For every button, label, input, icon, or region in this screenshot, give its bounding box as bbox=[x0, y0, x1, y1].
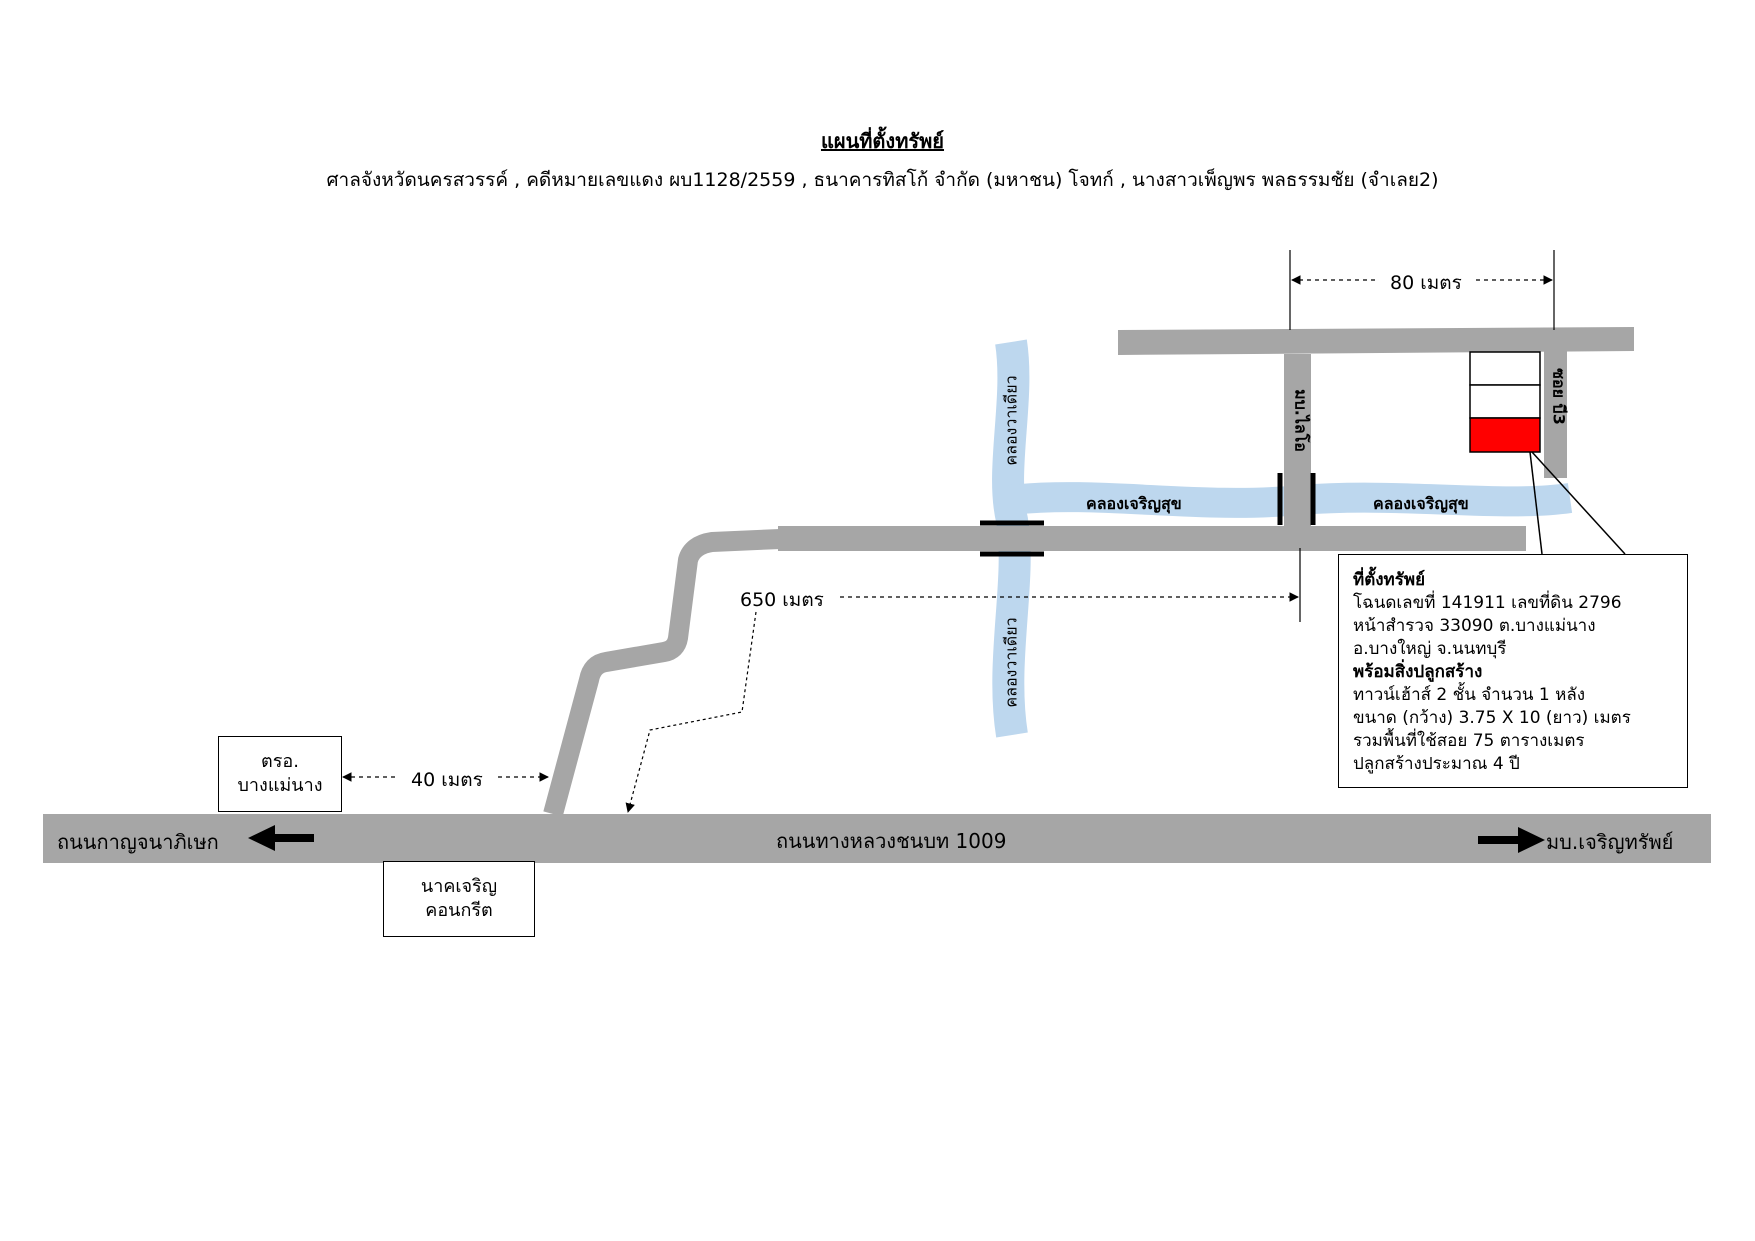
right-direction-label: มบ.เจริญทรัพย์ bbox=[1546, 830, 1674, 854]
info-survey: หน้าสำรวจ 33090 ต.บางแม่นาง bbox=[1353, 616, 1596, 636]
top-road bbox=[1118, 327, 1634, 355]
right-arrow bbox=[1478, 827, 1545, 853]
bridge-left bbox=[980, 520, 1044, 557]
left-direction-label: ถนนกาญจนาภิเษก bbox=[57, 830, 219, 854]
property-info-box: ที่ตั้งทรัพย์ โฉนดเลขที่ 141911 เลขที่ดิ… bbox=[1338, 554, 1688, 788]
callout-leader bbox=[1529, 451, 1543, 555]
concrete-line1: นาคเจริญ bbox=[420, 876, 498, 897]
police-landmark: ตรอ. บางแม่นาง bbox=[218, 736, 342, 812]
main-road bbox=[43, 814, 1711, 863]
soi-road bbox=[1544, 350, 1567, 478]
left-arrow bbox=[248, 825, 314, 851]
police-line1: ตรอ. bbox=[261, 751, 299, 772]
canal-vertical bbox=[992, 339, 1031, 738]
info-heading-building: พร้อมสิ่งปลูกสร้าง bbox=[1353, 662, 1483, 682]
canal-vertical-bottom-label: คลองวาเดียว bbox=[1001, 617, 1021, 708]
canal-road bbox=[778, 526, 1526, 551]
distance-650m: 650 เมตร bbox=[740, 589, 824, 611]
info-district: อ.บางใหญ่ จ.นนทบุรี bbox=[1353, 639, 1507, 659]
plot-2 bbox=[1469, 384, 1541, 419]
canal-horizontal-right-label: คลองเจริญสุข bbox=[1373, 494, 1469, 513]
canal-vertical-top-label: คลองวาเดียว bbox=[1001, 375, 1021, 466]
info-building-type: ทาวน์เฮ้าส์ 2 ชั้น จำนวน 1 หลัง bbox=[1353, 685, 1586, 705]
village-road-label: มบ.ไลโอ bbox=[1291, 389, 1311, 452]
plot-1 bbox=[1469, 351, 1541, 386]
concrete-line2: คอนกรีต bbox=[425, 900, 493, 921]
distance-80m: 80 เมตร bbox=[1390, 272, 1462, 294]
concrete-landmark: นาคเจริญ คอนกรีต bbox=[383, 861, 535, 937]
canal-horizontal-left-label: คลองเจริญสุข bbox=[1086, 494, 1182, 513]
info-heading: ที่ตั้งทรัพย์ bbox=[1353, 570, 1426, 590]
bridge-right bbox=[1277, 473, 1316, 525]
callout-leader-2 bbox=[1531, 451, 1626, 555]
police-line2: บางแม่นาง bbox=[237, 775, 323, 796]
distance-40m: 40 เมตร bbox=[411, 769, 483, 791]
info-area: รวมพื้นที่ใช้สอย 75 ตารางเมตร bbox=[1353, 731, 1585, 751]
property-plot bbox=[1469, 417, 1541, 453]
map-title: แผนที่ตั้งทรัพย์ bbox=[820, 129, 945, 153]
connector-road bbox=[543, 529, 781, 817]
village-road bbox=[1284, 354, 1311, 528]
info-age: ปลูกสร้างประมาณ 4 ปี bbox=[1353, 754, 1520, 774]
info-size: ขนาด (กว้าง) 3.75 X 10 (ยาว) เมตร bbox=[1353, 708, 1631, 728]
info-deed: โฉนดเลขที่ 141911 เลขที่ดิน 2796 bbox=[1353, 593, 1622, 613]
main-road-label: ถนนทางหลวงชนบท 1009 bbox=[776, 829, 1007, 853]
soi-label: ซอย บี3 bbox=[1549, 368, 1569, 425]
case-subtitle: ศาลจังหวัดนครสวรรค์ , คดีหมายเลขแดง ผบ11… bbox=[326, 169, 1439, 191]
